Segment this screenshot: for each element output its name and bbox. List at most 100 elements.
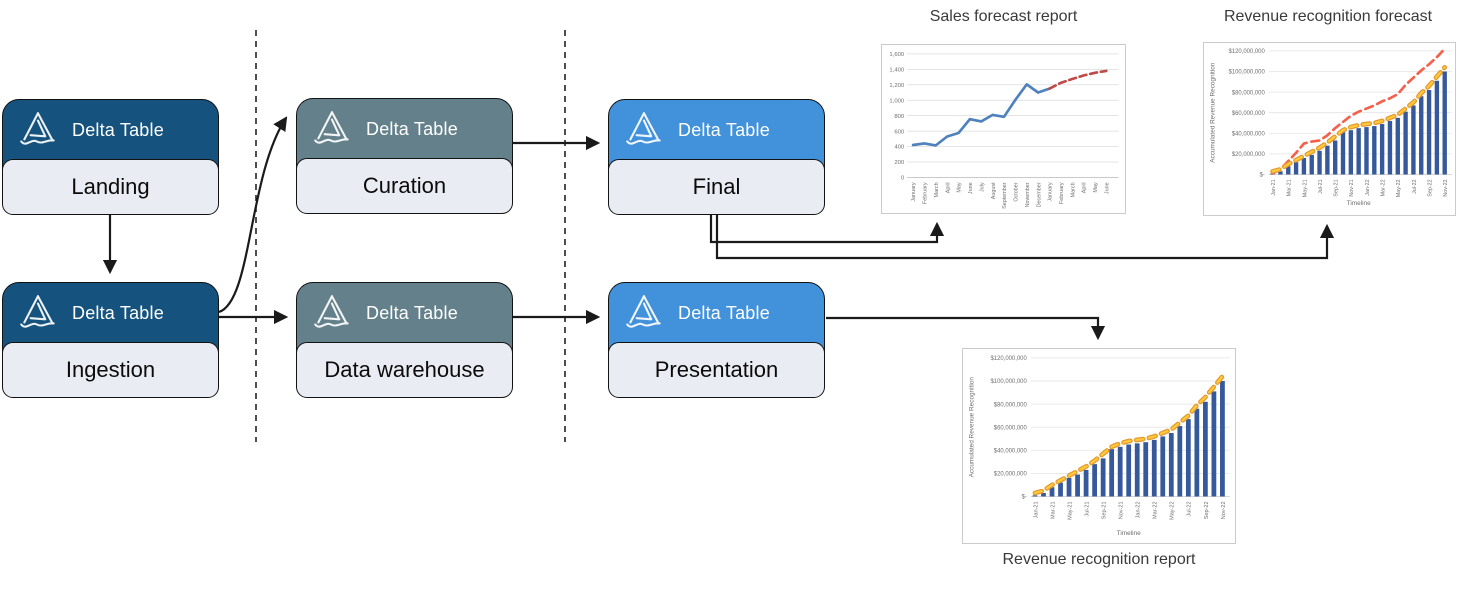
x-tick-label: February <box>1059 182 1065 204</box>
forecast-line <box>1271 47 1447 175</box>
x-tick-label: Nov-22 <box>1221 501 1227 519</box>
sales-forecast-chart-title: Sales forecast report <box>929 8 1078 25</box>
y-tick-label: 1,200 <box>889 83 904 89</box>
y-tick-label: 200 <box>894 160 905 166</box>
bar <box>1220 381 1225 497</box>
node-name: Landing <box>71 174 150 199</box>
node-name: Presentation <box>654 357 779 382</box>
node-final[interactable]: Delta Table Final <box>608 99 825 215</box>
bar <box>1411 105 1416 175</box>
delta-lake-logo-icon <box>314 111 349 144</box>
node-presentation[interactable]: Delta Table Presentation <box>608 282 825 398</box>
y-tick-label: $100,000,000 <box>991 379 1028 385</box>
sales-forecast-plot: 02004006008001,0001,2001,4001,600January… <box>889 52 1119 209</box>
x-tick-label: July <box>979 182 985 192</box>
delta-lake-logo-icon <box>626 112 661 145</box>
node-landing[interactable]: Delta Table Landing <box>2 99 219 215</box>
bar <box>1395 117 1400 175</box>
y-tick-label: $60,000,000 <box>1232 111 1266 117</box>
bar <box>1317 150 1322 175</box>
bar <box>1309 154 1314 175</box>
y-tick-label: $60,000,000 <box>994 425 1028 431</box>
node-curation-label: Curation <box>296 158 513 214</box>
y-tick-label: $20,000,000 <box>994 472 1028 478</box>
node-data-warehouse-label: Data warehouse <box>296 342 513 398</box>
bar <box>1340 132 1346 175</box>
x-tick-label: May-22 <box>1396 179 1402 197</box>
y-tick-label: 400 <box>894 145 905 151</box>
x-tick-label: Nov-21 <box>1119 501 1125 519</box>
x-tick-label: Jan-21 <box>1271 179 1277 195</box>
x-tick-label: May-21 <box>1302 179 1308 197</box>
revenue-forecast-chart: $-$20,000,000$40,000,000$60,000,000$80,0… <box>1203 42 1456 216</box>
y-tick-label: $120,000,000 <box>991 356 1028 362</box>
x-tick-label: Sep-22 <box>1427 179 1433 196</box>
node-final-label: Final <box>608 159 825 215</box>
node-data-warehouse[interactable]: Delta Table Data warehouse <box>296 282 513 398</box>
x-tick-label: June <box>968 182 974 194</box>
x-tick-label: Jul-21 <box>1318 179 1324 194</box>
y-tick-label: $40,000,000 <box>1232 131 1266 137</box>
x-tick-label: Sep-21 <box>1334 179 1340 196</box>
y-tick-label: $80,000,000 <box>1232 90 1266 96</box>
bar <box>1301 157 1307 175</box>
x-tick-label: Nov-22 <box>1443 179 1449 196</box>
revenue-forecast-chart-title: Revenue recognition forecast <box>1223 8 1433 25</box>
y-tick-label: 1,000 <box>889 98 904 104</box>
y-tick-label: $100,000,000 <box>1229 70 1266 76</box>
y-tick-label: $80,000,000 <box>994 402 1028 408</box>
bar <box>1194 408 1200 497</box>
recognition-line <box>1033 375 1224 495</box>
delta-lake-logo-icon <box>20 112 55 145</box>
node-name: Data warehouse <box>324 357 485 382</box>
y-tick-label: 0 <box>901 176 905 182</box>
bar <box>1403 111 1408 175</box>
bar <box>1134 443 1140 497</box>
x-tick-label: August <box>991 182 997 199</box>
y-tick-label: 800 <box>894 114 905 120</box>
x-tick-label: Mar-22 <box>1380 179 1386 196</box>
bar <box>1387 120 1393 175</box>
node-type-label: Delta Table <box>366 302 458 323</box>
x-tick-label: January <box>1048 182 1054 202</box>
bar <box>1032 495 1038 497</box>
x-tick-label: Jul-21 <box>1084 501 1090 516</box>
x-tick-label: Sep-21 <box>1102 501 1108 519</box>
y-tick-label: $- <box>1021 495 1026 501</box>
node-curation[interactable]: Delta Table Curation <box>296 98 513 214</box>
x-tick-label: Mar-21 <box>1050 501 1056 519</box>
node-type-label: Delta Table <box>678 119 770 140</box>
bar <box>1083 469 1089 497</box>
edge-ingestion-curation <box>218 116 288 314</box>
x-tick-label: Jan-22 <box>1136 501 1142 518</box>
x-tick-label: May-22 <box>1170 501 1176 519</box>
bar <box>1348 130 1354 175</box>
node-name: Curation <box>362 173 447 198</box>
x-tick-label: Mar-21 <box>1287 179 1293 196</box>
revenue-forecast-plot: $-$20,000,000$40,000,000$60,000,000$80,0… <box>1209 47 1452 207</box>
node-ingestion[interactable]: Delta Table Ingestion <box>2 282 219 398</box>
x-tick-label: Jul-22 <box>1187 501 1193 516</box>
x-tick-label: January <box>911 182 917 202</box>
x-tick-label: September <box>1002 182 1008 209</box>
x-tick-label: October <box>1014 182 1020 201</box>
node-type-label: Delta Table <box>72 119 164 140</box>
delta-lake-logo-icon <box>20 295 55 328</box>
bar <box>1325 145 1330 175</box>
bar <box>1075 474 1080 497</box>
edge-final-forecast-chart <box>715 215 1335 260</box>
bar <box>1066 478 1072 497</box>
bar <box>1426 90 1432 175</box>
bar <box>1185 419 1191 497</box>
bar <box>1160 436 1166 497</box>
x-tick-label: December <box>1036 182 1042 207</box>
x-tick-label: Jan-21 <box>1033 501 1039 518</box>
bar <box>1109 449 1115 497</box>
bar <box>1041 493 1046 497</box>
x-tick-label: March <box>1070 182 1076 197</box>
recognition-line <box>1271 66 1446 173</box>
bar <box>1286 166 1291 175</box>
bar <box>1202 401 1208 497</box>
